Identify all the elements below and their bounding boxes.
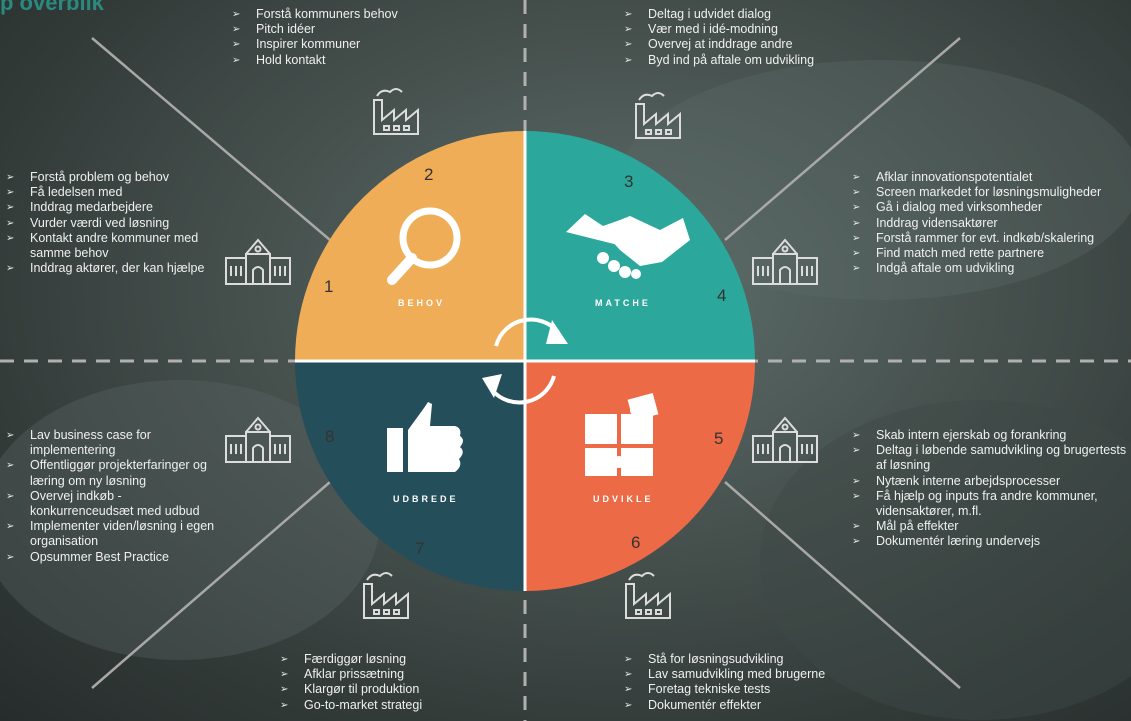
list-item: Inddrag aktører, der kan hjælpe bbox=[6, 261, 206, 276]
list-item: Forstå rammer for evt. indkøb/skalering bbox=[852, 231, 1130, 246]
step-number-4: 4 bbox=[717, 286, 727, 305]
list-item: Kontakt andre kommuner med samme behov bbox=[6, 231, 206, 261]
list-item: Go-to-market strategi bbox=[280, 698, 500, 713]
list-item: Få hjælp og inputs fra andre kommuner, v… bbox=[852, 489, 1130, 519]
town-hall-icon bbox=[752, 238, 818, 285]
block-top-left: Forstå kommuners behov Pitch idéer Inspi… bbox=[232, 7, 472, 68]
block-left-upper: Forstå problem og behov Få ledelsen med … bbox=[6, 170, 206, 277]
block-top-right: Deltag i udvidet dialog Vær med i idé-mo… bbox=[624, 7, 884, 68]
list-item: Gå i dialog med virksomheder bbox=[852, 200, 1130, 215]
factory-icon bbox=[373, 88, 419, 135]
list-item: Indgå aftale om udvikling bbox=[852, 261, 1130, 276]
list-item: Skab intern ejerskab og forankring bbox=[852, 428, 1130, 443]
list-item: Overvej indkøb - konkurrenceudsæt med ud… bbox=[6, 489, 226, 519]
block-right-lower: Skab intern ejerskab og forankring Delta… bbox=[852, 428, 1130, 550]
page-title: p overblik bbox=[0, 0, 104, 15]
arrow-head-2 bbox=[482, 374, 502, 398]
list-item: Dokumentér effekter bbox=[624, 698, 884, 713]
factory-icon bbox=[635, 92, 681, 139]
list-item: Opsummer Best Practice bbox=[6, 550, 226, 565]
segment-label-matche: MATCHE bbox=[595, 298, 651, 308]
list-item: Pitch idéer bbox=[232, 22, 472, 37]
list-item: Mål på effekter bbox=[852, 519, 1130, 534]
list-item: Afklar innovationspotentialet bbox=[852, 170, 1130, 185]
list-item: Klargør til produktion bbox=[280, 682, 500, 697]
list-item: Inspirer kommuner bbox=[232, 37, 472, 52]
list-item: Foretag tekniske tests bbox=[624, 682, 884, 697]
list-item: Lav samudvikling med brugerne bbox=[624, 667, 884, 682]
list-item: Find match med rette partnere bbox=[852, 246, 1130, 261]
step-number-3: 3 bbox=[624, 172, 634, 191]
step-number-7: 7 bbox=[415, 539, 425, 558]
town-hall-icon bbox=[225, 416, 291, 463]
list-item: Vurder værdi ved løsning bbox=[6, 216, 206, 231]
list-item: Byd ind på aftale om udvikling bbox=[624, 53, 884, 68]
list-item: Inddrag vidensaktører bbox=[852, 216, 1130, 231]
list-item: Deltag i løbende samudvikling og brugert… bbox=[852, 443, 1130, 473]
list-item: Hold kontakt bbox=[232, 53, 472, 68]
block-bottom-right: Stå for løsningsudvikling Lav samudvikli… bbox=[624, 652, 884, 713]
list-item: Offentliggør projekterfaringer og læring… bbox=[6, 458, 226, 488]
block-right-upper: Afklar innovationspotentialet Screen mar… bbox=[852, 170, 1130, 277]
magnifier-icon bbox=[387, 207, 461, 285]
list-item: Lav business case for implementering bbox=[6, 428, 226, 458]
puzzle-icon bbox=[585, 393, 659, 476]
segment-udbrede bbox=[295, 361, 525, 591]
factory-icon bbox=[625, 572, 671, 619]
list-item: Få ledelsen med bbox=[6, 185, 206, 200]
block-left-lower: Lav business case for implementering Off… bbox=[6, 428, 226, 565]
segment-label-udbrede: UDBREDE bbox=[393, 494, 459, 504]
list-item: Forstå kommuners behov bbox=[232, 7, 472, 22]
arrow-head-1 bbox=[546, 320, 568, 344]
step-number-2: 2 bbox=[424, 165, 434, 184]
step-number-6: 6 bbox=[631, 533, 641, 552]
factory-icon bbox=[363, 572, 409, 619]
town-hall-icon bbox=[752, 416, 818, 463]
segment-label-udvikle: UDVIKLE bbox=[593, 494, 654, 504]
step-number-5: 5 bbox=[714, 429, 724, 448]
list-item: Overvej at inddrage andre bbox=[624, 37, 884, 52]
step-number-1: 1 bbox=[324, 277, 334, 296]
step-number-8: 8 bbox=[325, 427, 335, 446]
block-bottom-left: Færdiggør løsning Afklar prissætning Kla… bbox=[280, 652, 500, 713]
segment-behov bbox=[295, 131, 525, 361]
list-item: Inddrag medarbejdere bbox=[6, 200, 206, 215]
thumbs-up-icon bbox=[387, 402, 463, 472]
list-item: Implementer viden/løsning i egen organis… bbox=[6, 519, 226, 549]
list-item: Dokumentér læring undervejs bbox=[852, 534, 1130, 549]
list-item: Forstå problem og behov bbox=[6, 170, 206, 185]
town-hall-icon bbox=[225, 238, 291, 285]
list-item: Screen markedet for løsningsmuligheder bbox=[852, 185, 1130, 200]
segment-label-behov: BEHOV bbox=[398, 298, 446, 308]
list-item: Stå for løsningsudvikling bbox=[624, 652, 884, 667]
handshake-icon bbox=[566, 214, 690, 279]
list-item: Deltag i udvidet dialog bbox=[624, 7, 884, 22]
list-item: Nytænk interne arbejdsprocesser bbox=[852, 474, 1130, 489]
list-item: Vær med i idé-modning bbox=[624, 22, 884, 37]
list-item: Færdiggør løsning bbox=[280, 652, 500, 667]
list-item: Afklar prissætning bbox=[280, 667, 500, 682]
